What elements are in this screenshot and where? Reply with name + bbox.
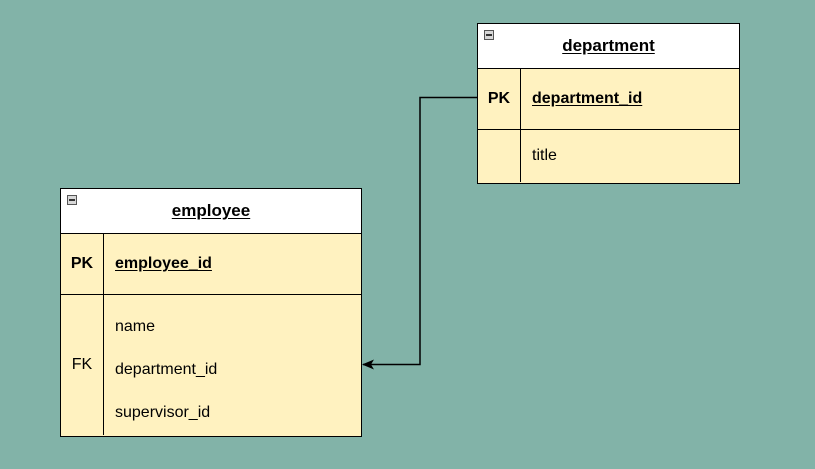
department-attributes[interactable]: title [478,130,739,182]
employee-fk-label: FK [61,295,104,435]
department-attr-list: title [521,130,739,182]
employee-pk-field: employee_id [115,255,212,272]
employee-pk-row[interactable]: PK employee_id [61,234,361,295]
department-pk-row[interactable]: PK department_id [478,69,739,130]
employee-attr-supervisor-id: supervisor_id [115,403,211,421]
department-pk-field: department_id [532,90,643,107]
relationship-line[interactable] [362,96,477,370]
employee-header[interactable]: employee [61,189,361,234]
department-pk-label: PK [478,69,521,129]
department-entity[interactable]: department PK department_id title [477,23,740,184]
collapse-icon[interactable] [67,195,77,205]
employee-attributes[interactable]: FK name department_id supervisor_id [61,295,361,435]
employee-title: employee [171,201,251,220]
collapse-icon[interactable] [484,30,494,40]
department-attr-key-col [478,130,521,182]
employee-attr-name: name [115,317,156,335]
employee-pk-label: PK [61,234,104,294]
employee-entity[interactable]: employee PK employee_id FK name departme… [60,188,362,437]
employee-attr-department-id: department_id [115,360,218,378]
employee-attr-list: name department_id supervisor_id [104,295,361,435]
department-header[interactable]: department [478,24,739,69]
department-attr-title: title [532,147,557,164]
department-title: department [562,36,655,55]
